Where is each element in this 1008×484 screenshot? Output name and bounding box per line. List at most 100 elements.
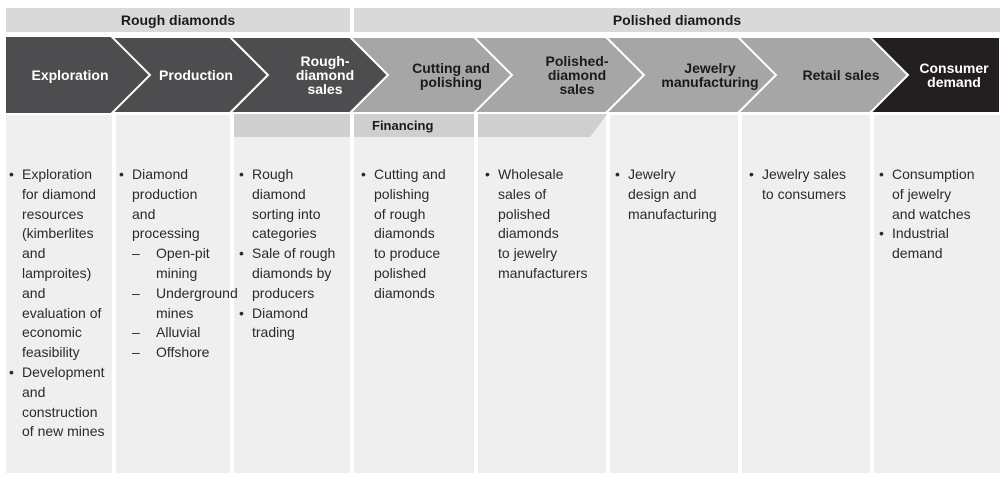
bullet-line: of new mines: [22, 423, 105, 440]
bullet-line: lamproites): [22, 264, 92, 281]
chevron-label-line: Consumer: [919, 60, 989, 76]
bullet-line: polished: [498, 205, 551, 222]
bullet-line: Rough: [252, 166, 294, 182]
sub-bullet-item: Alluvial: [132, 323, 238, 343]
bullet-line: Sale of rough: [252, 245, 336, 262]
chevron-label-line: sales: [559, 81, 595, 97]
bullet-line: to produce: [374, 245, 441, 262]
bullet-line: Diamond: [252, 304, 309, 321]
bullet-item: Rough diamond sorting into categories: [238, 165, 335, 244]
column-text-consumer-demand: Consumption of jewelry and watchesIndustri…: [878, 165, 975, 264]
bullet-line: design and: [628, 185, 697, 202]
bullet-line: manufacturers: [498, 264, 588, 281]
chevron-label-line: demand: [927, 74, 981, 90]
chevron-label-line: Cutting and: [412, 60, 490, 76]
bullet-line: Consumption: [892, 166, 975, 182]
bullet-item: Industrial demand: [878, 224, 975, 264]
bullet-line: processing: [132, 225, 200, 242]
bullet-item: Consumption of jewelry and watches: [878, 165, 975, 224]
chevron-label-line: manufacturing: [661, 74, 759, 90]
sub-bullet-line: Alluvial: [156, 324, 201, 341]
bullet-line: sorting into: [252, 205, 321, 222]
bullet-line: diamonds: [374, 225, 435, 242]
bullet-line: (kimberlites: [22, 225, 94, 242]
chevron-label-production: Production: [150, 37, 242, 113]
financing-label: Financing: [372, 118, 434, 133]
chevron-exploration: [6, 37, 150, 113]
bullet-item: Sale of rough diamonds by producers: [238, 244, 335, 303]
chevron-label-exploration: Exploration: [20, 37, 120, 113]
bullet-line: polished: [374, 264, 427, 281]
sub-bullet-line: mining: [156, 264, 198, 281]
group-header-polished-diamonds: Polished diamonds: [354, 8, 1000, 32]
sub-bullet-item: Open-pit mining: [132, 244, 238, 284]
bullet-line: economic: [22, 324, 82, 341]
bullet-line: producers: [252, 284, 315, 301]
column-text-cutting-and-polishing: Cutting and polishing of rough diamonds to p…: [360, 165, 446, 304]
bullet-line: Exploration: [22, 166, 93, 182]
bullet-item: Cutting and polishing of rough diamonds to p…: [360, 165, 446, 304]
sub-bullet-item: Offshore: [132, 343, 238, 363]
bullet-line: manufacturing: [628, 205, 717, 222]
bullet-line: Industrial: [892, 225, 949, 242]
bullet-line: construction: [22, 403, 98, 420]
chevron-label-line: Polished-: [545, 53, 609, 69]
column-text-retail-sales: Jewelry sales to consumers: [748, 165, 846, 205]
sub-bullet-line: Open-pit: [156, 245, 210, 262]
bullet-line: Jewelry sales: [762, 166, 847, 182]
chevron-label-line: Production: [159, 67, 233, 83]
bullet-line: and: [22, 284, 46, 301]
column-text-production: DiamondproductionandprocessingOpen-pitmi…: [118, 165, 238, 363]
column-text-rough-diamond-sales: Rough diamond sorting into categoriesSale o…: [238, 165, 335, 343]
bullet-line: Development: [22, 363, 105, 380]
bullet-line: evaluation of: [22, 304, 102, 321]
sub-bullet-line: Underground: [156, 284, 238, 301]
sub-bullet-line: mines: [156, 304, 194, 321]
chevron-label-line: Jewelry: [684, 60, 736, 76]
chevron-label-line: Retail sales: [802, 67, 880, 83]
financing-band: [234, 113, 608, 137]
chevron-label-retail-sales: Retail sales: [778, 37, 904, 113]
bullet-line: diamonds: [374, 284, 435, 301]
bullet-line: to consumers: [762, 185, 847, 202]
bullet-line: sales of: [498, 185, 547, 202]
bullet-line: and: [22, 383, 46, 400]
group-header-rough-diamonds: Rough diamonds: [6, 8, 350, 32]
chevron-label-line: diamond: [295, 67, 355, 83]
bullet-line: demand: [892, 245, 943, 262]
bullet-line: diamond: [252, 185, 306, 202]
bullet-line: polishing: [374, 185, 430, 202]
chevron-consumer-demand: [867, 36, 1001, 114]
sub-bullet-item: Underground mines: [132, 284, 238, 324]
bullet-line: of rough: [374, 205, 426, 222]
bullet-item: Jewelry sales to consumers: [748, 165, 846, 205]
bullet-line: diamonds by: [252, 264, 332, 281]
chevron-label-line: polishing: [419, 74, 483, 90]
bullet-item: Development and construction of new mines: [8, 363, 105, 442]
bullet-line: Cutting and: [374, 166, 446, 182]
bullet-line: and watches: [892, 205, 971, 222]
bullet-line: feasibility: [22, 344, 80, 361]
bullet-line: to jewelry: [498, 245, 558, 262]
bullet-line: and: [132, 205, 156, 222]
bullet-line: Wholesale: [498, 166, 564, 182]
chevron-label-line: diamond: [547, 67, 607, 83]
chevron-label-line: Exploration: [31, 67, 109, 83]
bullet-line: of jewelry: [892, 185, 952, 202]
bullet-item: DiamondproductionandprocessingOpen-pitmi…: [118, 165, 238, 363]
bullet-line: resources: [22, 205, 84, 222]
sub-bullet-line: Offshore: [156, 344, 210, 361]
bullet-line: Diamond: [132, 166, 189, 182]
bullet-line: categories: [252, 225, 317, 242]
